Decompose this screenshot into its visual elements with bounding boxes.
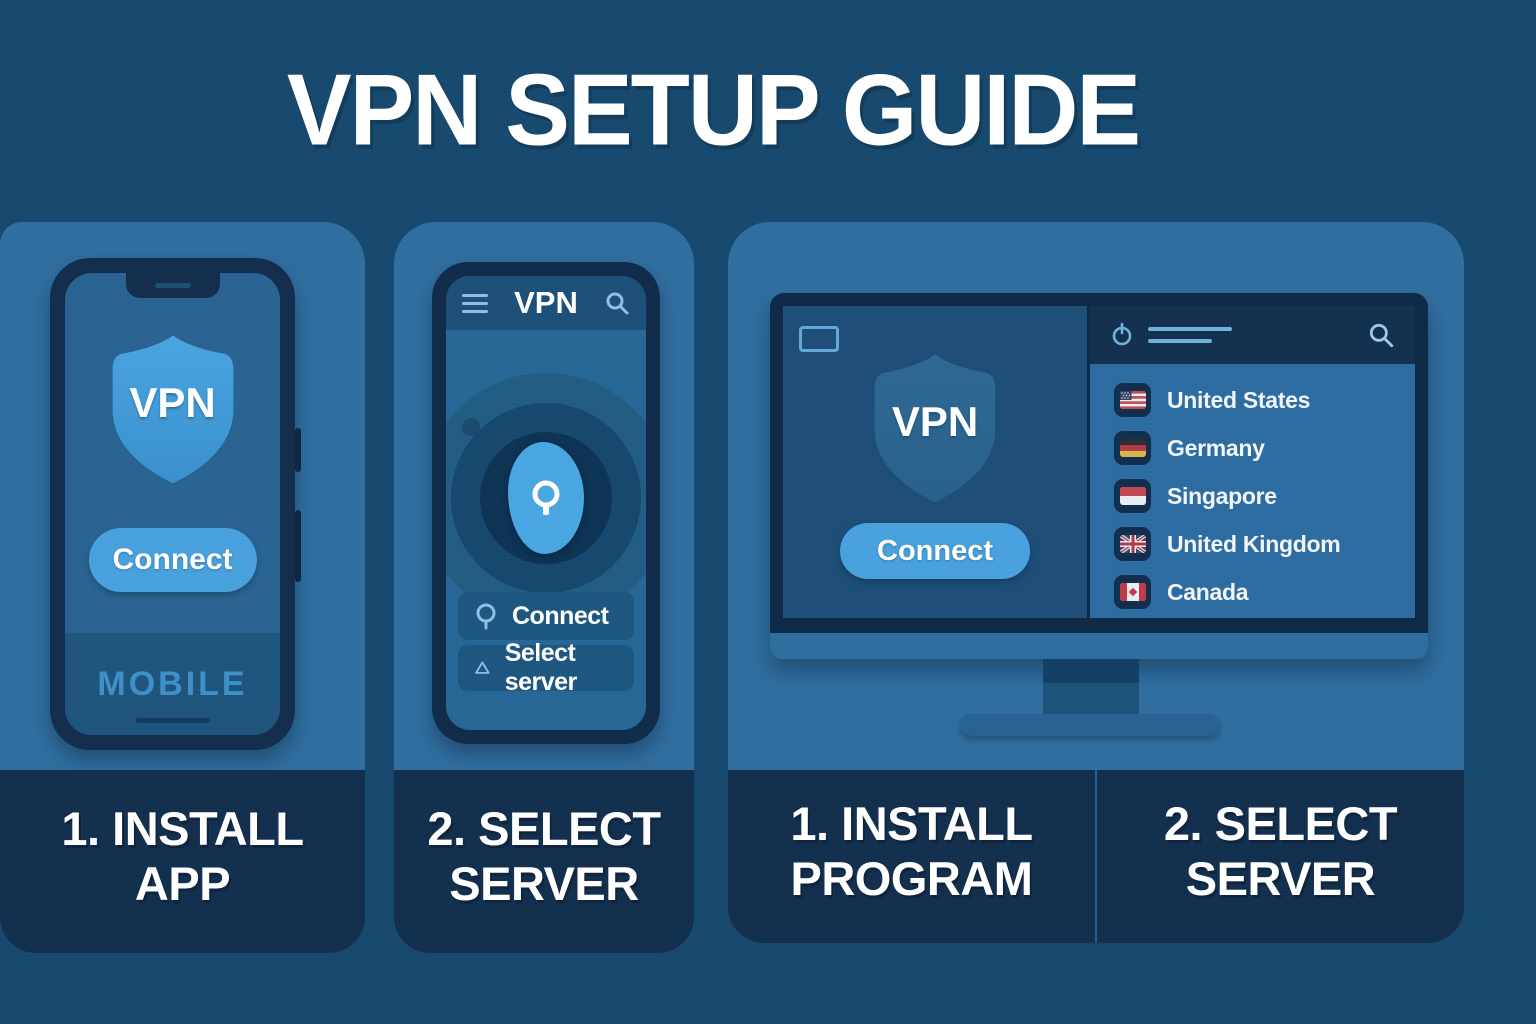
server-row-canada[interactable]: Canada: [1114, 568, 1415, 616]
server-label: Germany: [1167, 434, 1265, 461]
connect-blob-button[interactable]: [508, 442, 584, 554]
flag-tile: [1114, 479, 1151, 513]
connect-button[interactable]: Connect: [88, 528, 257, 592]
app-item-label: Connect: [512, 601, 609, 630]
app-item-label: Select server: [504, 639, 578, 696]
phone-speaker: [154, 283, 191, 288]
vpn-app-screen: VPN Connec: [446, 276, 646, 730]
home-indicator: [135, 718, 210, 723]
page-title: VPN SETUP GUIDE: [286, 53, 1141, 167]
server-list-top-bar: [1090, 306, 1415, 364]
flag-tile: [1114, 527, 1151, 561]
caption-select-server-desktop-text: 2. SELECT SERVER: [1163, 796, 1398, 905]
vpn-shield-icon: VPN: [860, 350, 1010, 508]
panel-mobile-select: VPN Connec: [394, 222, 694, 770]
monitor-chin: [770, 633, 1428, 659]
search-icon[interactable]: [604, 290, 630, 316]
caption-select-server-desktop: 2. SELECT SERVER: [1097, 797, 1464, 916]
server-label: United States: [1167, 386, 1311, 413]
monitor-screen: VPN Connect: [783, 306, 1415, 618]
singapore-flag-icon: [1119, 487, 1146, 505]
vpn-shield-icon: VPN: [99, 331, 247, 489]
united-kingdom-flag-icon: [1119, 535, 1146, 553]
server-row-germany[interactable]: Germany: [1114, 424, 1415, 472]
status-dot: [462, 418, 480, 436]
server-row-singapore[interactable]: Singapore: [1114, 472, 1415, 520]
caption-select-server-mobile: 2. SELECT SERVER: [394, 770, 694, 953]
flag-tile: [1114, 383, 1151, 417]
caption-desktop: 1. INSTALL PROGRAM 2. SELECT SERVER: [728, 770, 1464, 943]
germany-flag-icon: [1119, 439, 1146, 457]
connect-button[interactable]: Connect: [840, 523, 1030, 579]
caption-divider: [1095, 770, 1097, 943]
panel-desktop: VPN Connect: [728, 222, 1464, 770]
server-row-united-states[interactable]: United States: [1114, 376, 1415, 424]
app-title: VPN: [514, 285, 578, 320]
smartphone-mockup: VPN Connect MOBILE: [50, 258, 301, 750]
triangle-icon: [475, 661, 490, 674]
caption-install-program-text: 1. INSTALL PROGRAM: [790, 796, 1033, 905]
shield-vpn-label: VPN: [891, 398, 979, 445]
step-card-desktop: VPN Connect: [728, 222, 1464, 943]
window-icon: [799, 326, 839, 352]
monitor-base: [960, 714, 1220, 736]
vpn-program-main-view: VPN Connect: [783, 306, 1087, 618]
hamburger-icon[interactable]: [462, 293, 488, 313]
canada-flag-icon: [1119, 583, 1146, 601]
phone-screen: VPN Connect MOBILE: [65, 273, 280, 735]
server-list: United States Germany: [1090, 364, 1415, 616]
phone-notch: [125, 273, 220, 298]
panel-mobile-install: VPN Connect MOBILE: [0, 222, 365, 770]
server-label: United Kingdom: [1167, 530, 1341, 557]
app-list-item-connect[interactable]: Connect: [458, 592, 634, 640]
phone-power-button: [295, 510, 301, 582]
pin-circle-icon: [476, 603, 496, 630]
mobile-label: MOBILE: [97, 665, 248, 703]
server-row-united-kingdom[interactable]: United Kingdom: [1114, 520, 1415, 568]
step-card-mobile-select: VPN Connec: [394, 222, 694, 953]
pin-circle-icon: [532, 480, 560, 515]
vpn-server-list-view: United States Germany: [1090, 306, 1415, 618]
search-icon[interactable]: [1367, 321, 1395, 349]
flag-tile: [1114, 575, 1151, 609]
shield-vpn-label: VPN: [129, 379, 216, 426]
caption-install-program: 1. INSTALL PROGRAM: [728, 797, 1095, 916]
united-states-flag-icon: [1119, 391, 1146, 409]
caption-install-app-text: 1. INSTALL APP: [61, 801, 304, 910]
smartphone-app-mockup: VPN Connec: [432, 262, 660, 744]
power-icon[interactable]: [1110, 322, 1134, 348]
app-list-item-select-server[interactable]: Select server: [458, 639, 634, 696]
server-label: Canada: [1167, 578, 1249, 605]
server-label: Singapore: [1167, 482, 1277, 509]
desktop-monitor-mockup: VPN Connect: [770, 293, 1428, 659]
screen-divider: [1087, 306, 1090, 618]
app-top-bar: VPN: [446, 276, 646, 330]
menu-lines-icon[interactable]: [1148, 327, 1232, 343]
caption-install-app: 1. INSTALL APP: [0, 770, 365, 953]
monitor-stand: [1043, 659, 1139, 716]
step-card-mobile-install: VPN Connect MOBILE 1. INSTALL APP: [0, 222, 365, 953]
phone-volume-button: [295, 428, 301, 472]
flag-tile: [1114, 431, 1151, 465]
caption-select-server-text: 2. SELECT SERVER: [427, 801, 661, 910]
